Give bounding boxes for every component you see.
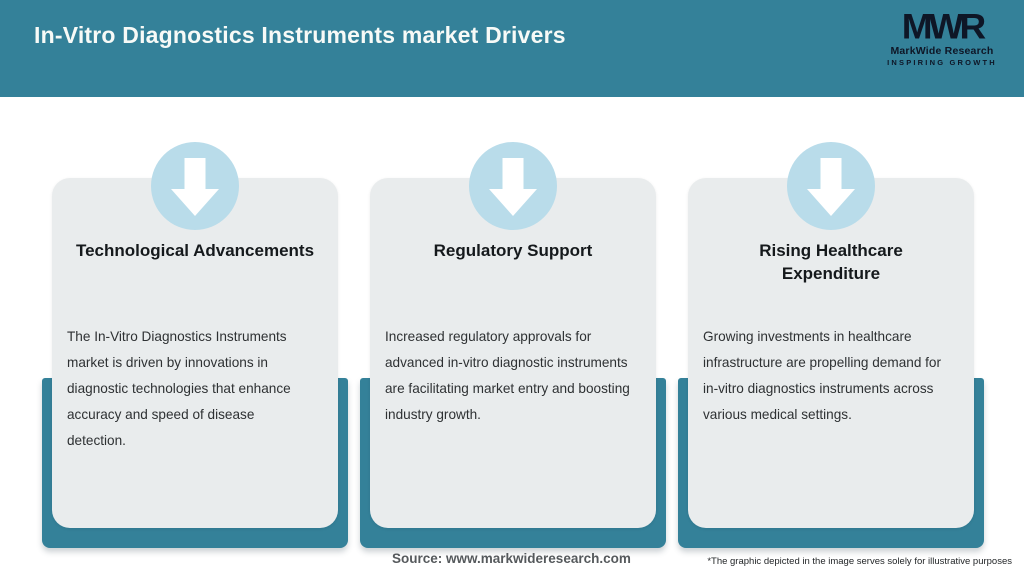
disclaimer-note: *The graphic depicted in the image serve… — [707, 556, 1012, 567]
page-title: In-Vitro Diagnostics Instruments market … — [34, 22, 566, 48]
card-body: The In-Vitro Diagnostics Instruments mar… — [67, 329, 291, 448]
driver-card-rising-healthcare-expenditure: Rising Healthcare Expenditure Growing in… — [688, 178, 974, 528]
card-body: Growing investments in healthcare infras… — [703, 329, 942, 422]
down-arrow-icon — [807, 158, 855, 216]
brand-logo: MWR MarkWide Research INSPIRING GROWTH — [882, 8, 1002, 67]
logo-name: MarkWide Research — [890, 44, 994, 57]
card-body: Increased regulatory approvals for advan… — [385, 329, 630, 422]
down-arrow-badge-2 — [469, 142, 557, 230]
logo-acronym: MWR — [901, 7, 986, 47]
driver-card-technological-advancements: Technological Advancements The In-Vitro … — [52, 178, 338, 528]
logo-tagline: INSPIRING GROWTH — [887, 57, 997, 67]
down-arrow-icon — [489, 158, 537, 216]
card-title: Technological Advancements — [75, 241, 315, 260]
source-link[interactable]: Source: www.markwideresearch.com — [392, 551, 631, 566]
header-bar: In-Vitro Diagnostics Instruments market … — [0, 0, 1024, 97]
down-arrow-badge-1 — [151, 142, 239, 230]
down-arrow-icon — [171, 158, 219, 216]
driver-card-regulatory-support: Regulatory Support Increased regulatory … — [370, 178, 656, 528]
card-title: Regulatory Support — [433, 241, 593, 260]
card-title: Rising Healthcare Expenditure — [759, 241, 903, 283]
down-arrow-badge-3 — [787, 142, 875, 230]
